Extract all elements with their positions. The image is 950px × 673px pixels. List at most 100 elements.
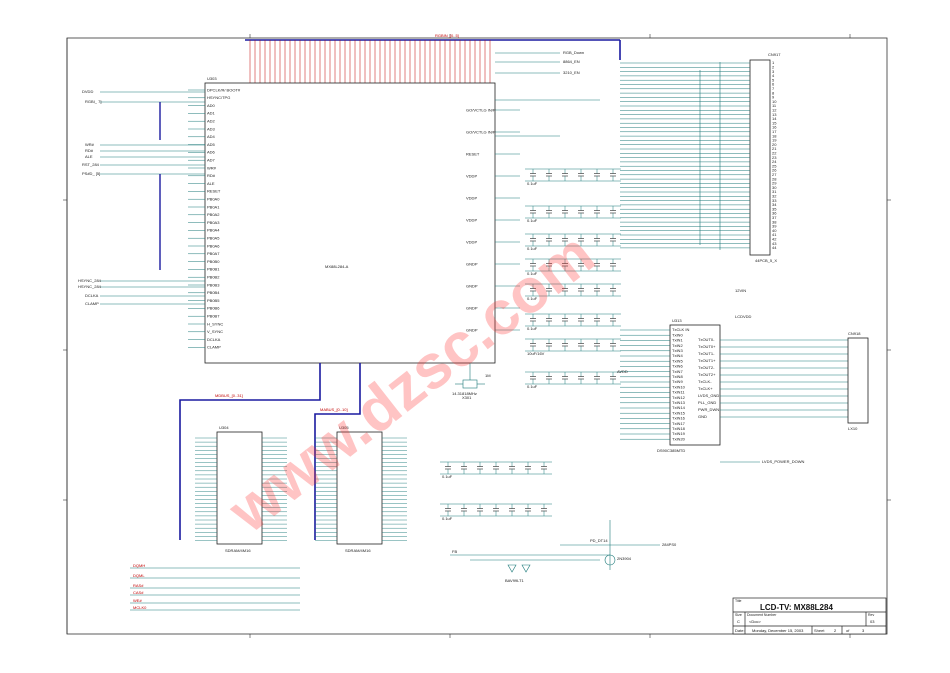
ic-left-pin-label: AD3 <box>207 126 216 131</box>
connector-pin-number: 4 <box>772 73 775 78</box>
lvds-transmitter: TxCLK INTxIN0TxIN1TxIN2TxIN3TxIN4TxIN5Tx… <box>620 324 848 446</box>
date-label: Date: <box>735 628 745 633</box>
ic-left-pin-label: V_SYNC <box>207 329 223 334</box>
ic-left-pin-label: AD7 <box>207 158 216 163</box>
ic-left-pin-label: AD4 <box>207 134 216 139</box>
capacitor <box>530 169 536 181</box>
connector-pin-number: 42 <box>772 237 777 242</box>
ic-right-pin-label: VDDP <box>466 239 477 244</box>
rgb-bus-label: RGBIN_[0..5] <box>435 33 459 38</box>
net-284ps0: 284PS0 <box>662 542 677 547</box>
capacitor-value: 0.1uF <box>442 474 453 479</box>
lvds-output-pin-label: GND <box>698 414 707 419</box>
lvds-output-pin-label: LVDS_GND <box>698 393 719 398</box>
rev-label: Rev <box>868 613 874 617</box>
connector-pin-number: 41 <box>772 232 777 237</box>
connector-pin-number: 27 <box>772 172 777 177</box>
ic-left-pin-label: PB0B6 <box>207 306 220 311</box>
ic-left-pin-label: PB0A5 <box>207 236 220 241</box>
size-value: C <box>737 619 740 624</box>
net-clamp: CLAMP <box>85 301 99 306</box>
lvds-input-pin-label: TxIN7 <box>672 369 683 374</box>
capacitor-value: 0.1uF <box>527 218 538 223</box>
ic-left-pin-label: AD2 <box>207 119 216 124</box>
capacitor <box>477 504 483 516</box>
lvds-input-pin-label: TxIN15 <box>672 410 686 415</box>
date-value: Monday, December 15, 2003 <box>752 628 804 633</box>
sheet-value: 2 <box>834 628 837 633</box>
connector-pin-number: 1 <box>772 60 775 65</box>
lvds-output-pin-label: TxOUT1+ <box>698 358 716 363</box>
net-rd: RD# <box>85 148 94 153</box>
lvds-input-pin-label: TxIN6 <box>672 364 683 369</box>
capacitor <box>477 462 483 474</box>
connector-pins: 1234567891011121314151617181920212223242… <box>772 60 777 250</box>
net-rgbi: RGBI_ 7] <box>85 99 101 104</box>
connector-pin-number: 16 <box>772 125 777 130</box>
net-ale: ALE <box>85 154 93 159</box>
lvds-input-pin-label: TxIN4 <box>672 353 683 358</box>
ic-left-pin-label: PB0B4 <box>207 290 220 295</box>
capacitor <box>578 372 584 384</box>
ic-right-pin-label: GO/VCTLG IN/P <box>466 129 496 134</box>
lvds-output-pin-label: TxOUT1- <box>698 351 715 356</box>
capacitor-value: 10uF/16V <box>527 351 545 356</box>
connector-pin-number: 18 <box>772 133 777 138</box>
connector-pin-number: 11 <box>772 103 777 108</box>
main-ic-part: MX88L284-A <box>325 264 349 269</box>
ic-right-pin-label: GNDP <box>466 327 478 332</box>
capacitor <box>562 284 568 296</box>
capacitor <box>546 372 552 384</box>
ic-right-pin-label: VDDP <box>466 173 477 178</box>
connector-pin-number: 17 <box>772 129 777 134</box>
capacitor <box>578 314 584 326</box>
lvds-output-pin-label: PWR_DWN <box>698 407 719 412</box>
lvds-input-pin-label: TxIN2 <box>672 343 683 348</box>
ic-left-pin-label: PB0B0 <box>207 259 220 264</box>
connector-pin-number: 25 <box>772 163 777 168</box>
lvds-input-pin-label: TxIN18 <box>672 426 686 431</box>
lvds-output-pin-label: PLL_GND <box>698 400 716 405</box>
capacitor <box>578 339 584 351</box>
net-8864-en: 8864_EN <box>563 59 580 64</box>
ic-left-pin-label: ALE <box>207 181 215 186</box>
capacitor-value: 0.1uF <box>527 384 538 389</box>
connector-pin-number: 20 <box>772 142 777 147</box>
ic-left-pin-label: PB0B7 <box>207 314 220 319</box>
lvds-output-pin-label: TxCLK+ <box>698 386 713 391</box>
connector-pin-number: 19 <box>772 138 777 143</box>
capacitor <box>493 462 499 474</box>
capacitor <box>562 372 568 384</box>
net-dvdd: DVDD <box>82 89 93 94</box>
ic-left-pin-label: PB0A3 <box>207 220 220 225</box>
ic-left-pin-label: PB0A7 <box>207 251 220 256</box>
net-dclka: DCLKA <box>85 293 99 298</box>
ic-left-pin-label: HSYNC/TPG <box>207 95 230 100</box>
net-wr: WR# <box>85 142 95 147</box>
watermark: www.dzsc.com <box>215 219 607 546</box>
mdbus-label: MDBUS_[0..31] <box>215 393 243 398</box>
ic-left-pin-label: PB0B1 <box>207 267 220 272</box>
rev-value: 03 <box>870 619 875 624</box>
connector-pin-number: 23 <box>772 155 777 160</box>
ic-left-pin-label: PB0A1 <box>207 204 220 209</box>
crystal <box>455 363 485 389</box>
top-right-nets <box>495 52 600 137</box>
lvds-output-pin-label: TxOUT2+ <box>698 372 716 377</box>
connector-pin-number: 13 <box>772 112 777 117</box>
capacitor-value: 0.1uF <box>527 326 538 331</box>
capacitor <box>509 462 515 474</box>
net-pd: PD_DT14 <box>590 538 608 543</box>
capacitor <box>530 206 536 218</box>
lvds-input-pins: TxCLK INTxIN0TxIN1TxIN2TxIN3TxIN4TxIN5Tx… <box>620 327 689 441</box>
capacitor <box>562 206 568 218</box>
connector-pin-number: 30 <box>772 185 777 190</box>
transistor-part: 2N3904 <box>617 556 632 561</box>
ic-left-pin-label: WR# <box>207 165 217 170</box>
net-rst: RST_284 <box>82 162 100 167</box>
connector-pin-number: 36 <box>772 211 777 216</box>
connector-pin-number: 33 <box>772 198 777 203</box>
connector-pin-number: 29 <box>772 181 777 186</box>
capacitor <box>610 206 616 218</box>
